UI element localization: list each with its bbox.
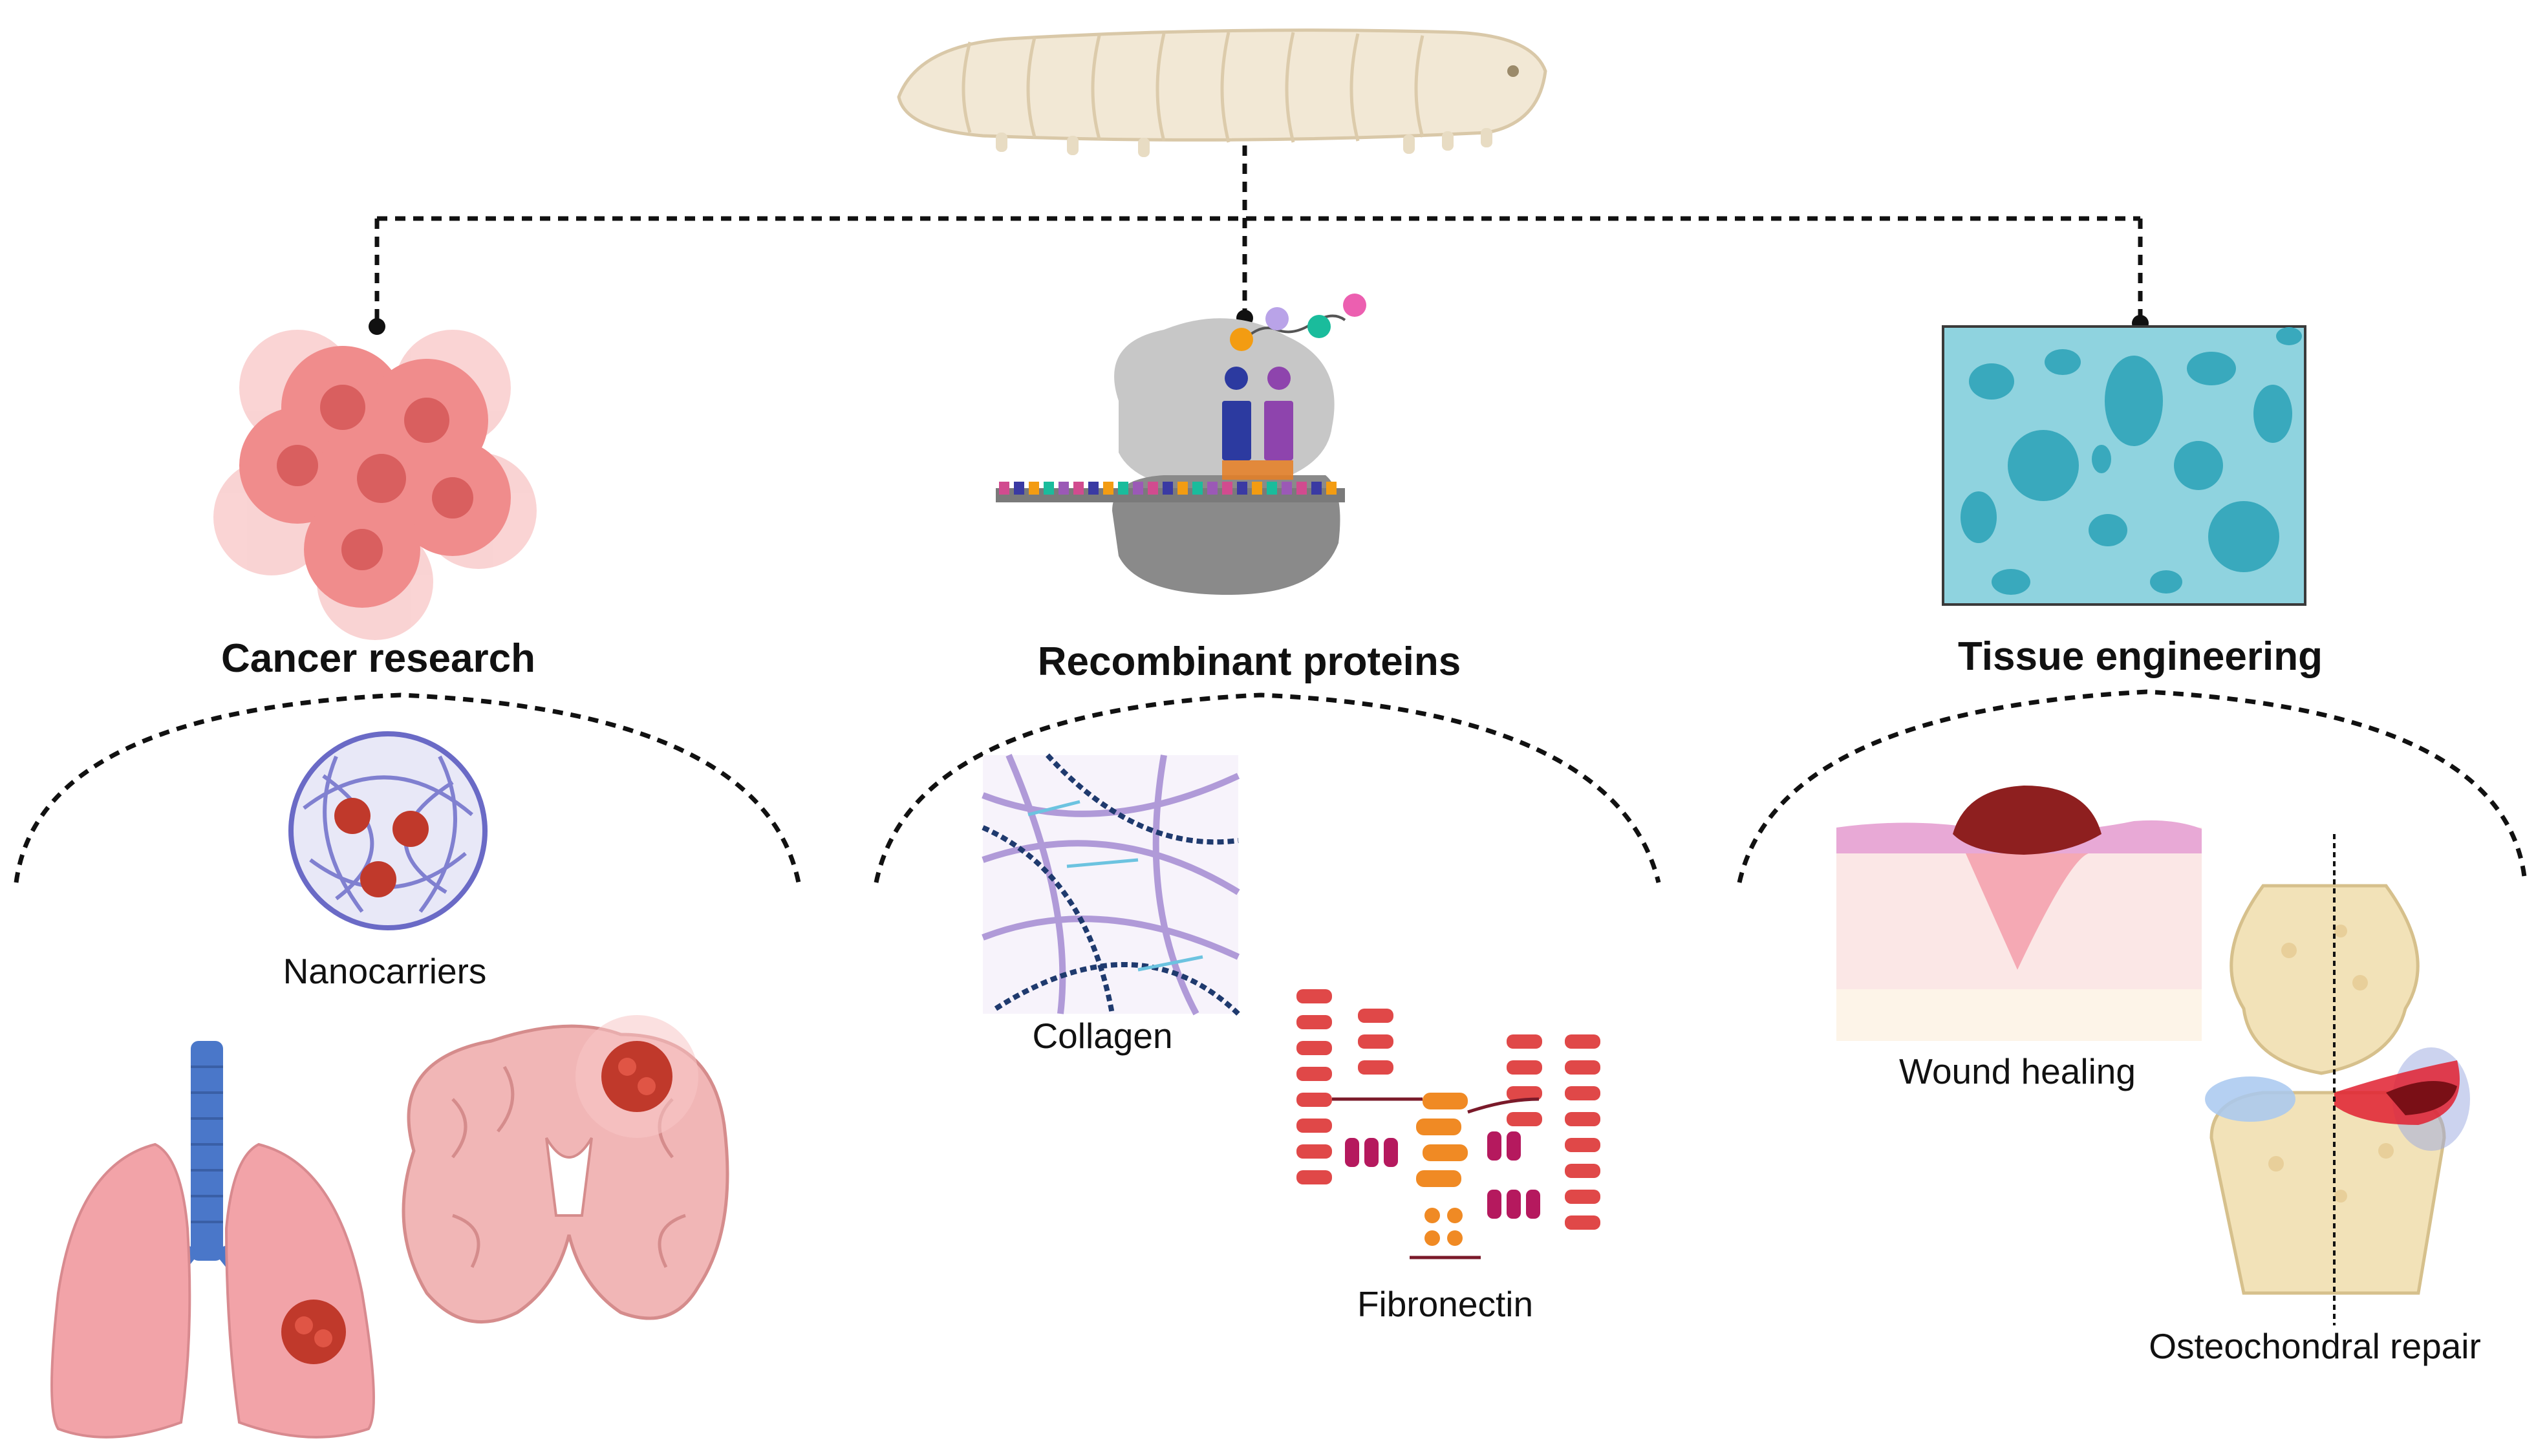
connector-dot-cancer — [369, 318, 385, 335]
knee-joint-icon — [2205, 834, 2470, 1325]
arc-tissue — [1737, 689, 2528, 883]
arc-proteins — [874, 692, 1661, 883]
label-fibronectin: Fibronectin — [1357, 1284, 1534, 1324]
silkworm-icon — [897, 28, 1547, 157]
branch-title-cancer: Cancer research — [221, 636, 535, 681]
cancer-cells-icon — [213, 330, 537, 640]
label-collagen: Collagen — [1032, 1016, 1173, 1056]
branch-title-proteins: Recombinant proteins — [1037, 639, 1461, 684]
nanocarrier-icon — [288, 731, 488, 930]
label-nanocarriers: Nanocarriers — [283, 951, 487, 991]
arc-cancer — [14, 692, 801, 883]
label-wound-healing: Wound healing — [1899, 1051, 2136, 1091]
brain-tumor-icon — [402, 1015, 729, 1323]
label-osteochondral-repair: Osteochondral repair — [2149, 1326, 2481, 1366]
connector-tree — [374, 145, 2143, 327]
porous-scaffold-icon — [1942, 325, 2306, 606]
ribosome-icon — [996, 294, 1366, 595]
fibronectin-icon — [1296, 989, 1600, 1259]
skin-wound-icon — [1836, 786, 2202, 1041]
lungs-icon — [50, 1041, 375, 1439]
branch-title-tissue: Tissue engineering — [1958, 634, 2323, 679]
collagen-fibers-icon — [982, 753, 1240, 1016]
